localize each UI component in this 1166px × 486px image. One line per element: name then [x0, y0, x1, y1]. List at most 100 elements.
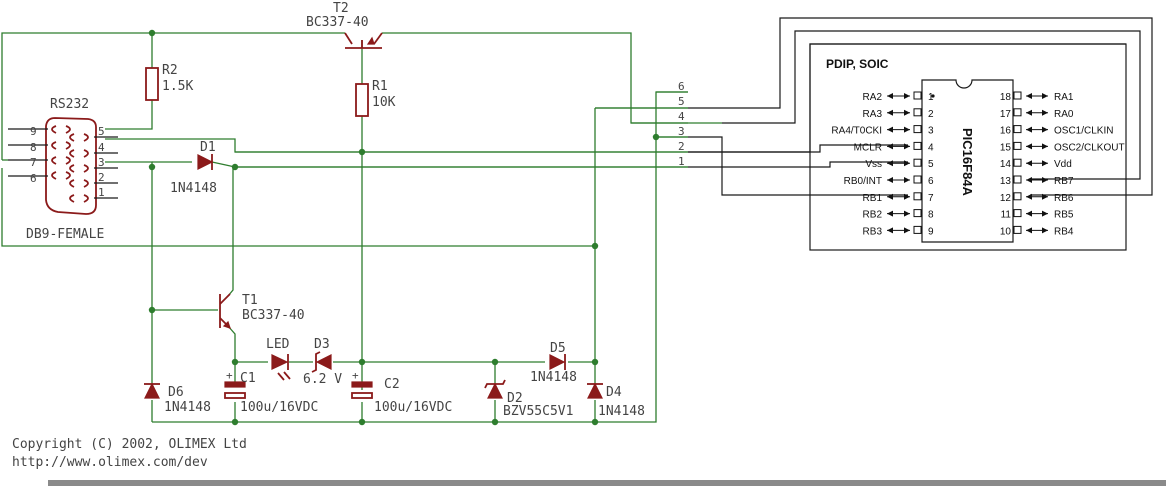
chip-right-pin: 17 RA0	[1000, 108, 1074, 120]
pin-pad	[1013, 225, 1022, 234]
transistor-t1: T1 BC337-40	[219, 293, 305, 329]
pin-arrowhead-icon	[1026, 227, 1032, 234]
pin-arrowhead-icon	[1026, 109, 1032, 116]
chip-pin-number: 13	[1000, 176, 1012, 187]
pin-arrowhead-icon	[1026, 160, 1032, 167]
c1-plus-icon: +	[226, 369, 233, 382]
rs232-pin-8: 8	[30, 141, 37, 154]
d5-name: D5	[550, 341, 566, 356]
pin-arrowhead-icon	[1042, 109, 1048, 116]
pin-arrowhead-icon	[887, 143, 893, 150]
pin-pad	[1013, 125, 1022, 134]
diode-d6: D6 1N4148	[144, 382, 211, 415]
t2-name: T2	[333, 1, 349, 16]
pin-arrowhead-icon	[904, 227, 910, 234]
chip-pin-label: MCLR	[854, 142, 882, 153]
d5-value: 1N4148	[530, 370, 577, 385]
pin-arrowhead-icon	[887, 193, 893, 200]
diode-d1: D1 1N4148	[170, 140, 217, 196]
pin-arrowhead-icon	[904, 109, 910, 116]
d2-name: D2	[507, 391, 523, 406]
d1-value: 1N4148	[170, 181, 217, 196]
chip-pin-number: 16	[1000, 126, 1012, 137]
chip-pin-label: RB7	[1054, 176, 1074, 187]
c2-plus-icon: +	[352, 369, 359, 382]
chip-pin-number: 15	[1000, 142, 1012, 153]
pin-pad	[913, 141, 922, 150]
c2-name: C2	[384, 377, 400, 392]
connector-pin-4: 4	[678, 110, 685, 123]
pin-pad	[913, 91, 922, 100]
diode-d4: D4 1N4148	[587, 382, 645, 419]
r1-value: 10K	[372, 95, 396, 110]
c1-name: C1	[240, 371, 256, 386]
chip-pin-number: 12	[1000, 193, 1012, 204]
transistor-t2: T2 BC337-40	[306, 1, 383, 49]
pin-arrowhead-icon	[904, 210, 910, 217]
pin-arrowhead-icon	[887, 109, 893, 116]
d6-value: 1N4148	[164, 400, 211, 415]
pin-arrowhead-icon	[1042, 210, 1048, 217]
rs232-pin-3: 3	[98, 156, 105, 169]
chip-pin-number: 7	[928, 193, 934, 204]
chip-pin-label: RA0	[1054, 109, 1074, 120]
chip-pin-number: 3	[928, 126, 934, 137]
pin-arrowhead-icon	[1042, 227, 1048, 234]
chip-pin-number: 9	[928, 226, 934, 237]
chip-pin-number: 18	[1000, 92, 1012, 103]
capacitor-c1: + C1 100u/16VDC	[224, 369, 318, 415]
url-text: http://www.olimex.com/dev	[12, 455, 208, 470]
d1-name: D1	[200, 140, 216, 155]
package-label: PDIP, SOIC	[826, 57, 889, 71]
pin-pad	[1013, 91, 1022, 100]
connector-pin-5: 5	[678, 95, 685, 108]
r1-name: R1	[372, 79, 388, 94]
zener-d2: D2 BZV55C5V1	[484, 379, 573, 419]
chip-pin-number: 5	[928, 159, 934, 170]
pin1-dot-icon	[931, 94, 935, 98]
rs232-pin-9: 9	[30, 125, 37, 138]
chip-right-pin: 15 OSC2/CLKOUT	[1000, 141, 1125, 153]
chip-pin-number: 1	[928, 92, 934, 103]
pin-arrowhead-icon	[1026, 210, 1032, 217]
rs232-title: RS232	[50, 97, 89, 112]
chip-left-pin: RA2 1	[863, 91, 934, 103]
pin-arrowhead-icon	[1042, 160, 1048, 167]
chip-pin-number: 6	[928, 176, 934, 187]
pin-arrowhead-icon	[887, 160, 893, 167]
rs232-pin-4: 4	[98, 141, 105, 154]
chip-pin-label: OSC2/CLKOUT	[1054, 142, 1125, 153]
pin-pad	[1013, 141, 1022, 150]
pin-pad	[913, 225, 922, 234]
junction-dots	[148, 29, 660, 426]
chip-body	[921, 79, 1014, 243]
chip-pin-label: RB5	[1054, 210, 1074, 221]
capacitor-c2: + C2 100u/16VDC	[351, 369, 452, 415]
d4-name: D4	[606, 385, 622, 400]
chip-pin-number: 8	[928, 210, 934, 221]
led: LED	[266, 337, 291, 381]
chip-pin-label: Vdd	[1054, 159, 1072, 170]
connector-pin-2: 2	[678, 140, 685, 153]
pin-arrowhead-icon	[904, 93, 910, 99]
pin-arrowhead-icon	[904, 177, 910, 183]
connector-leads	[235, 91, 688, 168]
d3-name: D3	[314, 337, 330, 352]
chip-pin-label: RA2	[863, 92, 883, 103]
chip-pin-number: 17	[1000, 109, 1012, 120]
d2-value: BZV55C5V1	[503, 404, 573, 419]
pin-pad	[913, 175, 922, 184]
rs232-pin-5: 5	[98, 125, 105, 138]
r2-value: 1.5K	[162, 79, 193, 94]
